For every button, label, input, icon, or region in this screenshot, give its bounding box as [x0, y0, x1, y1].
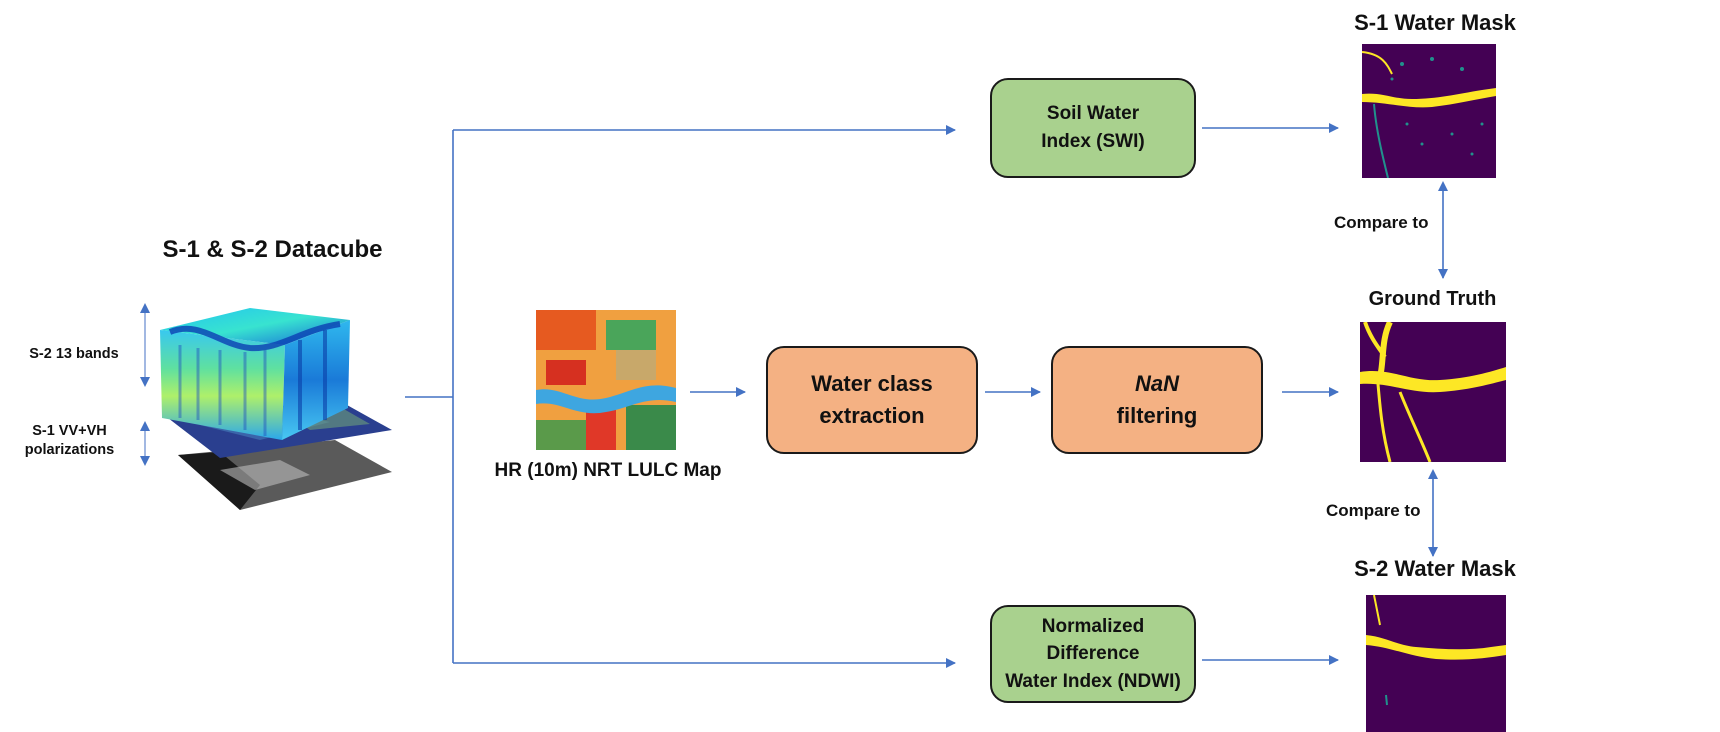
- datacube-title: S-1 & S-2 Datacube: [162, 236, 383, 263]
- s1-label-line2: polarizations: [24, 441, 115, 458]
- cube-front: [160, 330, 285, 440]
- lulc-map-image: [536, 310, 676, 450]
- compare-label-bottom: Compare to: [1326, 501, 1421, 520]
- s1-mask-title: S-1 Water Mask: [1354, 10, 1516, 35]
- nan-line2: filtering: [1116, 403, 1198, 428]
- water-class-box: Water class extraction: [766, 346, 978, 454]
- swi-line2: Index (SWI): [1041, 131, 1145, 152]
- swi-line1: Soil Water: [1046, 103, 1140, 125]
- swi-box: Soil Water Index (SWI): [990, 78, 1196, 178]
- lulc-caption: HR (10m) NRT LULC Map: [494, 460, 722, 481]
- water-class-line1: Water class: [811, 371, 933, 397]
- ground-truth-image: [1360, 322, 1506, 462]
- nan-line1: NaN: [1134, 371, 1179, 397]
- ndwi-line2: Difference: [1046, 643, 1140, 665]
- s2-water-mask-image: [1366, 595, 1506, 732]
- datacube-image: [160, 308, 392, 510]
- compare-label-top: Compare to: [1334, 213, 1429, 232]
- s2-bands-label: S-2 13 bands: [29, 346, 119, 362]
- water-class-line2: extraction: [819, 403, 925, 428]
- s1-label-line1: S-1 VV+VH: [32, 423, 107, 439]
- s1-water-mask-image: [1362, 44, 1496, 178]
- nan-box: NaN filtering: [1051, 346, 1263, 454]
- s1-polarizations-label: S-1 VV+VH polarizations: [12, 422, 127, 460]
- s2-mask-title: S-2 Water Mask: [1354, 556, 1516, 581]
- ndwi-line3: Water Index (NDWI): [1005, 670, 1181, 692]
- ndwi-line1: Normalized: [1041, 615, 1145, 637]
- ground-truth-title: Ground Truth: [1368, 288, 1497, 310]
- ndwi-box: Normalized Difference Water Index (NDWI): [990, 605, 1196, 703]
